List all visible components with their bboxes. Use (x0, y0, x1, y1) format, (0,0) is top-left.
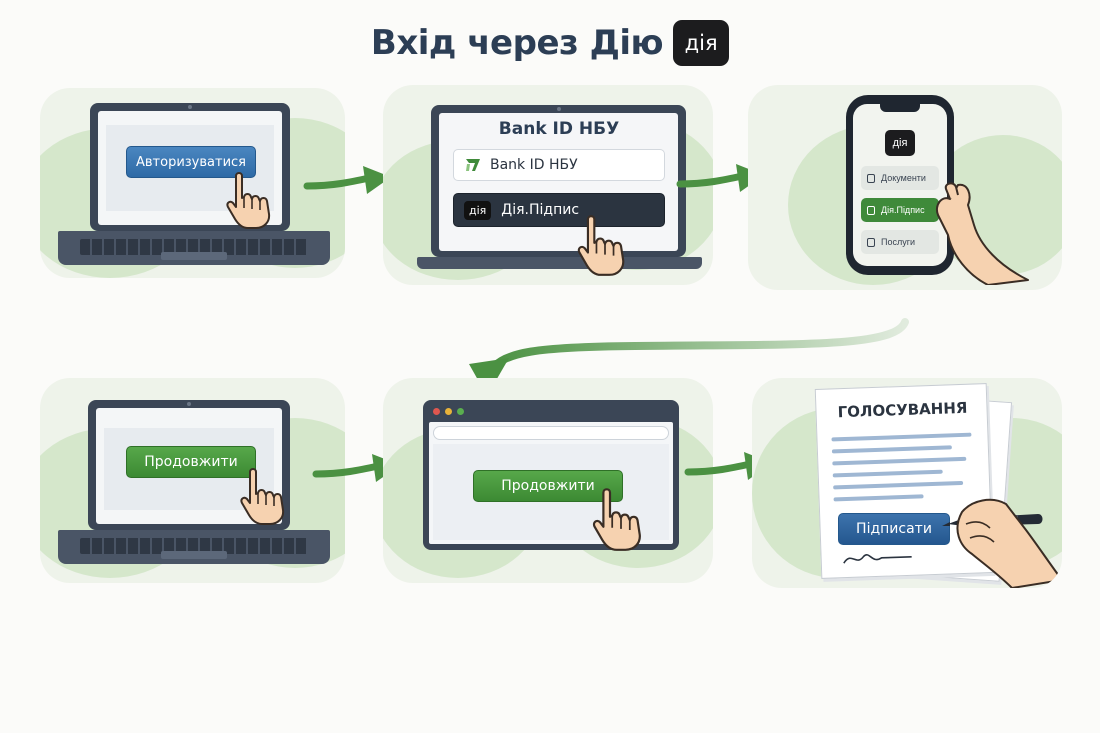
title-text: Вхід через Дію (370, 23, 664, 63)
window-maximize-dot[interactable] (457, 408, 464, 415)
continue-button[interactable]: Продовжити (126, 446, 256, 478)
bankid-option-label: Bank ID НБУ (490, 157, 578, 173)
return-arrow-icon (469, 318, 909, 396)
step-sign-panel: ГОЛОСУВАННЯ Підписати (752, 378, 1062, 588)
pointing-hand-icon (222, 170, 282, 230)
holding-hand-icon (936, 182, 1029, 285)
window-close-dot[interactable] (433, 408, 440, 415)
diia-badge: дія (464, 200, 492, 220)
pointing-hand-icon (236, 466, 296, 526)
step-continue-laptop-panel: Продовжити (40, 378, 345, 583)
pointing-hand-icon (573, 213, 637, 277)
phone-item-services[interactable]: Послуги (861, 230, 939, 254)
document-title: ГОЛОСУВАННЯ (837, 398, 968, 422)
phone-device: дія Документи Дія.Підпис Послуги (846, 95, 954, 275)
address-bar[interactable] (433, 426, 669, 440)
sign-button[interactable]: Підписати (838, 513, 950, 545)
step-authorize-panel: Авторизуватися (40, 88, 345, 278)
phone-app-logo: дія (885, 130, 915, 156)
step-continue-browser-panel: Продовжити (383, 378, 713, 583)
laptop-screen (431, 105, 686, 257)
diia-signature-button[interactable]: дія Дія.Підпис (453, 193, 665, 227)
laptop-base (58, 530, 330, 564)
writing-hand-icon (956, 498, 1062, 588)
voting-document: ГОЛОСУВАННЯ (814, 383, 994, 579)
step-phone-panel: дія Документи Дія.Підпис Послуги (748, 85, 1062, 290)
signature-scribble (843, 554, 912, 564)
signature-icon (867, 205, 875, 215)
phone-item-documents[interactable]: Документи (861, 166, 939, 190)
bankid-option-button[interactable]: Bank ID НБУ (453, 149, 665, 181)
laptop-base (58, 231, 330, 265)
document-icon (867, 173, 875, 183)
services-icon (867, 237, 875, 247)
bankid-header: Bank ID НБУ (498, 119, 620, 139)
pointing-hand-icon (588, 486, 654, 552)
diia-signature-label: Дія.Підпис (501, 202, 580, 218)
diia-logo: дія (673, 20, 730, 66)
window-minimize-dot[interactable] (445, 408, 452, 415)
arrow-right-icon (303, 160, 393, 200)
phone-item-diia-signature[interactable]: Дія.Підпис (861, 198, 939, 222)
step-bankid-panel: Bank ID НБУ Bank ID НБУ дія Дія.Підпис (383, 85, 713, 285)
diagram-title: Вхід через Дію дія (0, 18, 1100, 68)
continue-button[interactable]: Продовжити (473, 470, 623, 502)
authorize-button[interactable]: Авторизуватися (126, 146, 256, 178)
bank-logo-icon (466, 159, 480, 171)
laptop-base (417, 257, 702, 269)
